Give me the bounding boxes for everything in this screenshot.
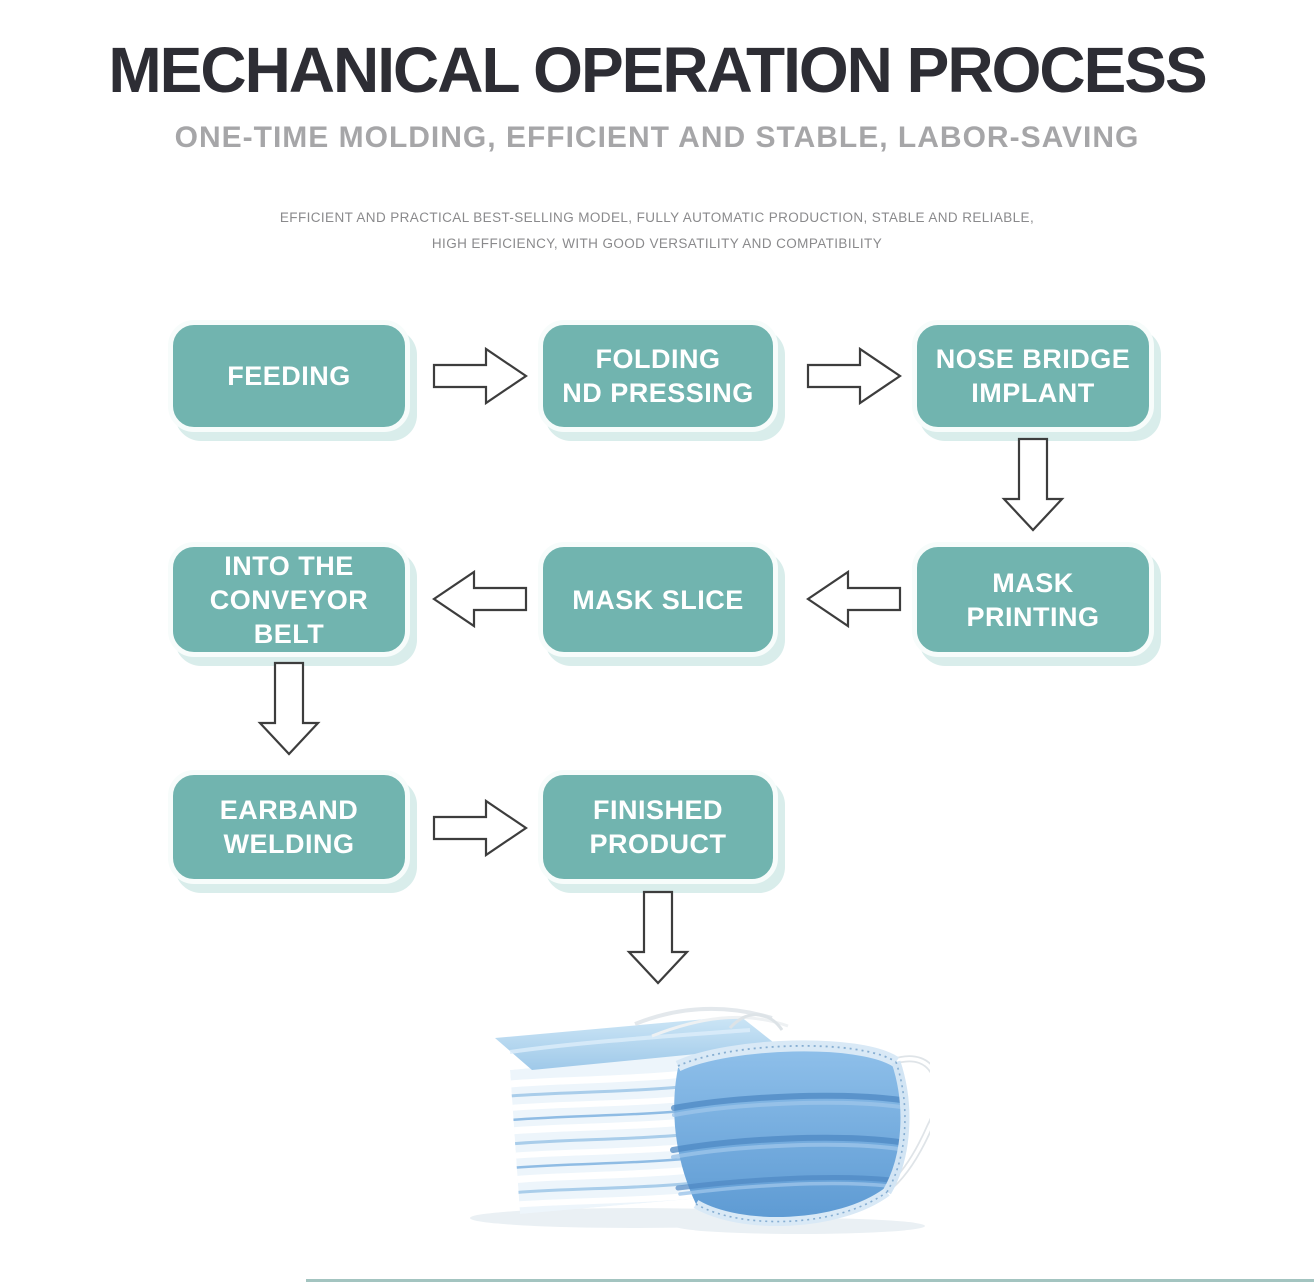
flow-step-finished-product: FINISHED PRODUCT: [538, 770, 778, 884]
description-line-1: EFFICIENT AND PRACTICAL BEST-SELLING MOD…: [279, 210, 1035, 225]
flow-step-feeding: FEEDING: [168, 320, 410, 432]
flow-step-label: MASK PRINTING: [966, 567, 1100, 632]
arrow-right-icon: [806, 346, 902, 406]
flow-step-nose-bridge-implant: NOSE BRIDGE IMPLANT: [912, 320, 1154, 432]
flow-step-label: FINISHED PRODUCT: [589, 795, 727, 859]
arrow-down-icon: [1001, 437, 1065, 532]
page-subtitle: ONE-TIME MOLDING, EFFICIENT AND STABLE, …: [174, 121, 1140, 154]
arrow-left-icon: [806, 569, 902, 629]
mask-pleats: [670, 1092, 904, 1196]
mask-edge-bands: [675, 1040, 910, 1226]
flow-step-folding-pressing: FOLDING ND PRESSING: [538, 320, 778, 432]
arrow-down-icon: [257, 661, 321, 756]
arrow-right-icon: [432, 346, 528, 406]
flow-step-mask-printing: MASK PRINTING: [912, 542, 1154, 657]
face-masks-image: [470, 1006, 930, 1234]
flow-step-label: NOSE BRIDGE IMPLANT: [935, 344, 1131, 408]
mask-body: [674, 1046, 905, 1222]
arrow-down-icon: [626, 890, 690, 985]
flow-step-earband-welding: EARBAND WELDING: [168, 770, 410, 884]
page-description: EFFICIENT AND PRACTICAL BEST-SELLING MOD…: [0, 205, 1314, 257]
flow-step-label: EARBAND WELDING: [219, 795, 359, 859]
arrow-right-icon: [432, 798, 528, 858]
flow-step-label: FOLDING ND PRESSING: [562, 344, 754, 408]
flow-step-label: MASK SLICE: [572, 584, 744, 615]
earloop: [883, 1055, 930, 1193]
description-line-2: HIGH EFFICIENCY, WITH GOOD VERSATILITY A…: [431, 236, 883, 251]
arrow-left-icon: [432, 569, 528, 629]
flow-step-mask-slice: MASK SLICE: [538, 542, 778, 657]
flow-step-label: FEEDING: [227, 361, 351, 391]
bottom-section-divider: [306, 1279, 1314, 1282]
mask-single: [670, 1040, 930, 1226]
stack-top-face: [495, 1016, 778, 1070]
flow-step-label: INTO THE CONVEYOR BELT: [209, 550, 369, 649]
flow-step-into-conveyor-belt: INTO THE CONVEYOR BELT: [168, 542, 410, 657]
page-title: MECHANICAL OPERATION PROCESS: [108, 34, 1207, 106]
earloop-strings: [634, 1006, 789, 1038]
